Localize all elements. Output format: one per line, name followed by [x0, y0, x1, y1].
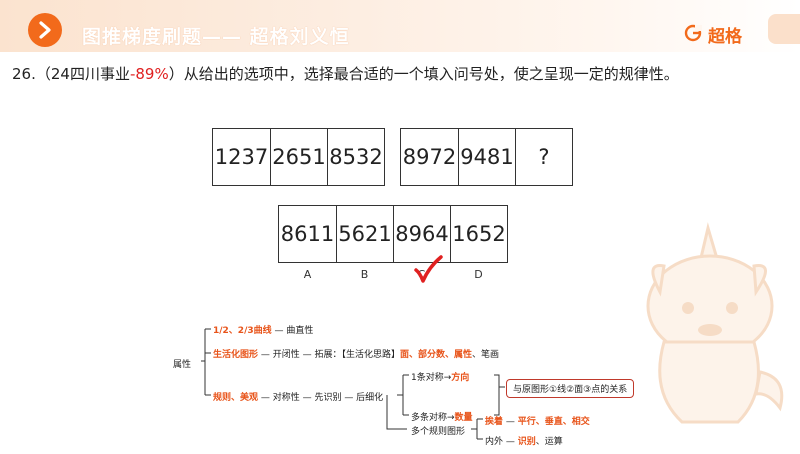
question-mark-cell: ? [515, 129, 572, 185]
question-text: 26.（24四川事业-89%）从给出的选项中，选择最合适的一个填入问号处，使之呈… [12, 63, 679, 84]
mindmap-root: 属性 [173, 360, 192, 370]
header-title: 图推梯度刷题—— 超格刘义恒 [82, 26, 350, 48]
header-banner: 图推梯度刷题—— 超格刘义恒 超格 [0, 0, 800, 52]
option-label-a: A [303, 268, 312, 281]
option-b[interactable]: 5621 [336, 206, 393, 262]
brand-g-icon [684, 24, 702, 46]
brand-logo: 超格 [684, 22, 742, 47]
sequence-group-1: 1237 2651 8532 [212, 128, 385, 186]
mindmap-branch-rule: 规则、美观 — 对称性 — 先识别 — 后细化 [213, 393, 384, 403]
correct-checkmark-icon [413, 255, 443, 289]
sequence-cell: 8532 [327, 129, 384, 185]
mindmap-symmetry-many: 多条对称→数量 [411, 413, 473, 423]
mindmap-multi-rule: 多个规则图形 [411, 427, 466, 437]
sequence-cell: 8972 [402, 145, 457, 169]
mindmap-relation-box: 与原图形①线②面③点的关系 [506, 379, 635, 398]
option-c[interactable]: 8964 [393, 206, 450, 262]
mindmap-connectors [201, 328, 505, 440]
sequence-group-2: 8972 9481 ? [400, 128, 573, 186]
answer-options: 8611 5621 8964 1652 [278, 205, 508, 263]
option-label-d: D [474, 268, 483, 281]
mindmap-adjacent: 挨着 — 平行、垂直、相交 [485, 417, 590, 427]
mindmap-figure: 属性 1/2、2/3曲线 — 曲直性 生活化图形 — 开闭性 — 拓展：【生活化… [171, 319, 641, 450]
header-side-tab [768, 14, 800, 44]
question-prefix: 26.（24四川事业 [12, 65, 130, 83]
option-a[interactable]: 8611 [280, 222, 335, 246]
sequence-cell: 9481 [458, 129, 515, 185]
brand-name: 超格 [708, 27, 742, 47]
option-label-b: B [360, 268, 369, 281]
sequence-cell: 1237 [214, 145, 269, 169]
puzzle-figure: 1237 2651 8532 8972 9481 ? 8611 5621 896… [206, 121, 573, 289]
unicorn-mascot-icon [630, 222, 790, 454]
mindmap-branch-curve: 1/2、2/3曲线 — 曲直性 [213, 326, 314, 336]
mindmap-inside-outside: 内外 — 识别、运算 [485, 437, 563, 447]
option-d[interactable]: 1652 [450, 206, 507, 262]
mindmap-symmetry-one: 1条对称→方向 [411, 373, 470, 383]
question-suffix: ）从给出的选项中，选择最合适的一个填入问号处，使之呈现一定的规律性。 [168, 65, 679, 83]
sequence-cell: 2651 [270, 129, 327, 185]
chevron-right-icon [28, 13, 62, 47]
question-accuracy-rate: -89% [129, 65, 169, 83]
mindmap-branch-life: 生活化图形 — 开闭性 — 拓展：【生活化思路】面、部分数、属性、笔画 [213, 350, 499, 360]
